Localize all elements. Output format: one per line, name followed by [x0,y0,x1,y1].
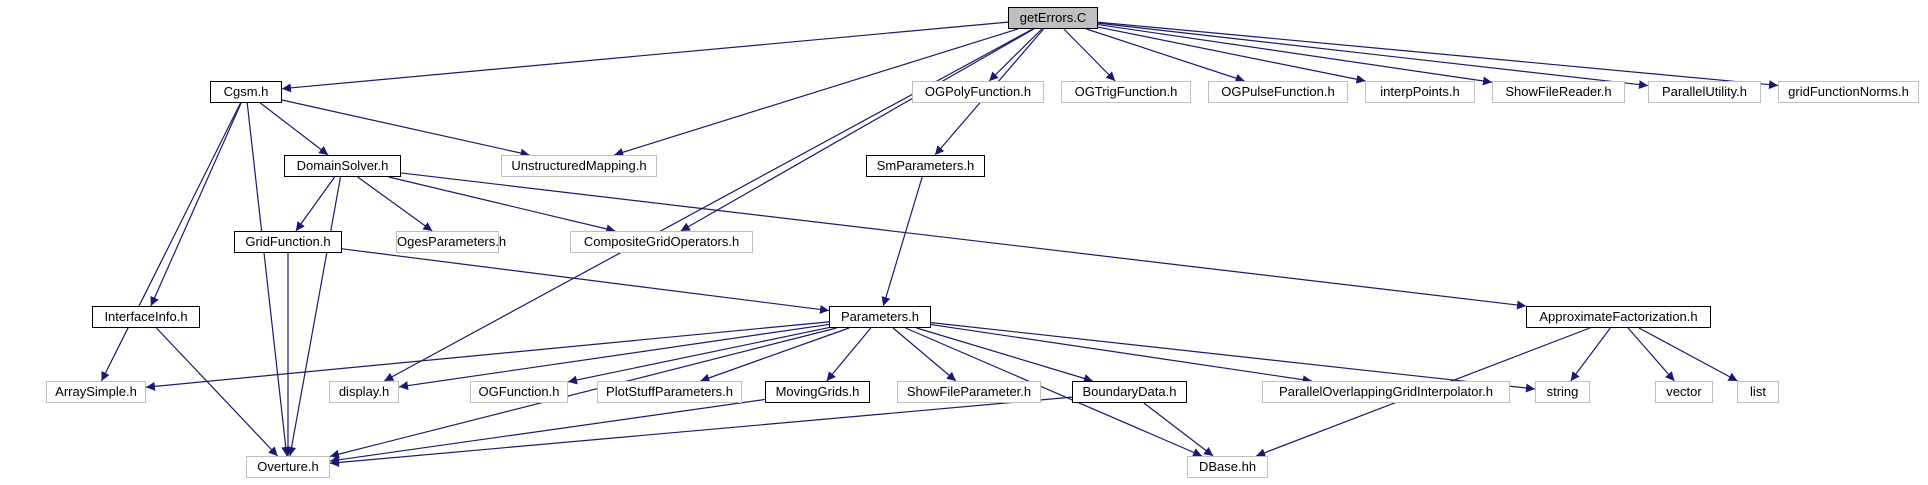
edge-getErrorsC-to-interpPointsH [1097,26,1366,84]
node-ogpolyfunction-h[interactable]: OGPolyFunction.h [912,81,1044,103]
edge-ParametersH-to-ArraySimpleH [145,321,830,391]
node-gridfunction-h[interactable]: GridFunction.h [234,231,342,253]
edge-getErrorsC-to-OGTrigFunctionH [1063,28,1116,82]
edge-ApproximateFactorizationH-to-vector [1627,327,1675,382]
node-paralleloverlappinggridinterpolator-h[interactable]: ParallelOverlappingGridInterpolator.h [1262,381,1510,403]
node-string[interactable]: string [1535,381,1590,403]
node-cgsm-h[interactable]: Cgsm.h [210,81,282,103]
edge-getErrorsC-to-ShowFileReaderH [1097,23,1493,86]
node-compositegridoperators-h[interactable]: CompositeGridOperators.h [570,231,753,253]
edge-ParametersH-to-string [930,322,1536,393]
edge-getErrorsC-to-CgsmH [281,21,1009,93]
edge-ParametersH-to-BoundaryDataH [916,327,1094,383]
edge-GridFunctionH-to-ParametersH [341,248,830,314]
node-showfileparameter-h[interactable]: ShowFileParameter.h [897,381,1041,403]
node-ogpulsefunction-h[interactable]: OGPulseFunction.h [1208,81,1348,103]
edge-DomainSolverH-to-OvertureH [287,176,342,457]
edge-DomainSolverH-to-OgesParametersH [357,176,433,232]
edge-CgsmH-to-OvertureH [246,102,291,457]
node-interfaceinfo-h[interactable]: InterfaceInfo.h [92,306,200,328]
node-overture-h[interactable]: Overture.h [246,456,330,478]
edge-SmParametersH-to-ParametersH [881,176,923,307]
node-ogesparameters-h[interactable]: OgesParameters.h [396,231,506,253]
edge-DomainSolverH-to-CompositeGridOperatorsH [388,176,616,234]
node-movinggrids-h[interactable]: MovingGrids.h [765,381,870,403]
node-showfilereader-h[interactable]: ShowFileReader.h [1492,81,1625,103]
edge-ParametersH-to-ShowFileParameterH [892,327,957,382]
edge-ParametersH-to-OvertureH [329,327,837,459]
node-interppoints-h[interactable]: interpPoints.h [1365,81,1475,103]
node-dbase-hh[interactable]: DBase.hh [1187,456,1268,478]
node-parameters-h[interactable]: Parameters.h [829,306,931,328]
edge-ParametersH-to-displayH [398,323,830,391]
edge-getErrorsC-to-CompositeGridOperatorsH [680,28,1035,232]
edge-InterfaceInfoH-to-OvertureH [155,327,279,457]
edge-DomainSolverH-to-GridFunctionH [295,176,336,232]
node-unstructuredmapping-h[interactable]: UnstructuredMapping.h [501,155,657,177]
edge-ParametersH-to-ParallelOverlappingGridInterpolatorH [930,323,1312,385]
edge-getErrorsC-to-UnstructuredMappingH [614,28,1018,157]
edge-ApproximateFactorizationH-to-list [1638,327,1738,382]
edge-MovingGridsH-to-OvertureH [329,398,766,465]
edge-getErrorsC-to-OGPolyFunctionH [988,28,1043,82]
node-ogtrigfunction-h[interactable]: OGTrigFunction.h [1061,81,1191,103]
node-boundarydata-h[interactable]: BoundaryData.h [1072,381,1187,403]
edge-ParametersH-to-DBaseHH [905,327,1203,457]
edge-ApproximateFactorizationH-to-string [1570,327,1611,382]
node-vector[interactable]: vector [1655,381,1713,403]
edge-getErrorsC-to-ParallelUtilityH [1097,22,1649,90]
edge-CgsmH-to-DomainSolverH [259,102,329,156]
edge-CgsmH-to-InterfaceInfoH [150,102,242,307]
node-smparameters-h[interactable]: SmParameters.h [866,155,985,177]
edge-DomainSolverH-to-ApproximateFactorizationH [400,172,1527,310]
node-display-h[interactable]: display.h [329,381,399,403]
node-arraysimple-h[interactable]: ArraySimple.h [46,381,146,403]
edge-CgsmH-to-ArraySimpleH [100,102,242,382]
node-parallelutility-h[interactable]: ParallelUtility.h [1648,81,1761,103]
edge-BoundaryDataH-to-OvertureH [329,396,1073,467]
node-gridfunctionnorms-h[interactable]: gridFunctionNorms.h [1778,81,1919,103]
node-getErrors-c[interactable]: getErrors.C [1008,7,1098,29]
edge-ParametersH-to-OGFunctionH [567,327,830,385]
edge-ParametersH-to-PlotStuffParametersH [700,327,850,383]
node-domainsolver-h[interactable]: DomainSolver.h [284,155,401,177]
node-approximatefactorization-h[interactable]: ApproximateFactorization.h [1526,306,1711,328]
node-ogfunction-h[interactable]: OGFunction.h [470,381,568,403]
edge-ParametersH-to-MovingGridsH [826,327,872,382]
edge-getErrorsC-to-OGPulseFunctionH [1086,28,1245,83]
edge-CgsmH-to-UnstructuredMappingH [281,99,530,158]
node-list[interactable]: list [1737,381,1779,403]
edge-BoundaryDataH-to-DBaseHH [1143,402,1214,457]
edge-getErrorsC-to-gridFunctionNormsH [1097,21,1779,90]
node-plotstuffparameters-h[interactable]: PlotStuffParameters.h [597,381,742,403]
